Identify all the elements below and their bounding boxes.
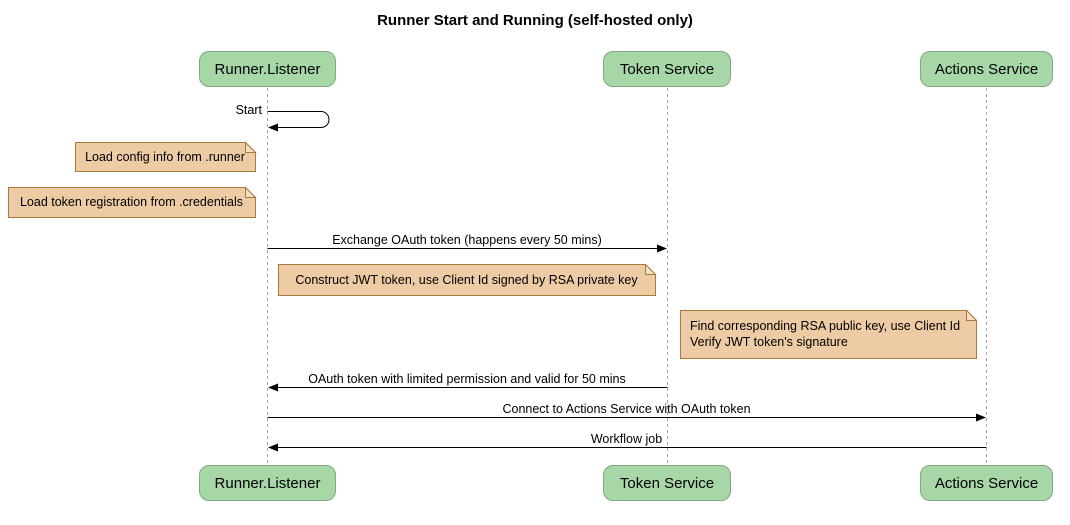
note-construct-jwt-label: Construct JWT token, use Client Id signe… bbox=[295, 272, 638, 287]
note-load-config-label: Load config info from .runner bbox=[85, 149, 245, 164]
participant-label: Token Service bbox=[619, 60, 715, 78]
note-fold-load-config bbox=[245, 141, 257, 153]
participant-label: Token Service bbox=[619, 474, 715, 492]
note-fold-verify-jwt bbox=[966, 309, 978, 321]
participant-token-service-top: Token Service bbox=[603, 51, 731, 87]
message-start-label: Start bbox=[235, 103, 262, 117]
participant-runner-listener-top: Runner.Listener bbox=[199, 51, 336, 87]
note-verify-jwt-label: Find corresponding RSA public key, use C… bbox=[690, 310, 976, 358]
participant-label: Actions Service bbox=[934, 60, 1039, 78]
note-shape-load-config bbox=[75, 142, 256, 172]
note-load-token-registration-label: Load token registration from .credential… bbox=[19, 195, 244, 209]
participant-runner-listener-bottom: Runner.Listener bbox=[199, 465, 336, 501]
participant-label: Runner.Listener bbox=[214, 474, 321, 492]
note-shape-construct-jwt bbox=[278, 264, 656, 296]
participant-label: Actions Service bbox=[934, 474, 1039, 492]
participant-label: Runner.Listener bbox=[214, 60, 321, 78]
note-verify-jwt-line1: Find corresponding RSA public key, use C… bbox=[690, 319, 961, 333]
diagram-title: Runner Start and Running (self-hosted on… bbox=[377, 12, 693, 29]
note-shape-load-token-registration bbox=[8, 187, 256, 218]
participant-actions-service-top: Actions Service bbox=[920, 51, 1053, 87]
note-shape-verify-jwt bbox=[680, 310, 977, 359]
self-loop-start bbox=[267, 111, 330, 132]
message-exchange-oauth-label: Exchange OAuth token (happens every 50 m… bbox=[332, 233, 602, 247]
note-verify-jwt-line2: Verify JWT token's signature bbox=[690, 335, 848, 349]
message-connect-actions-label: Connect to Actions Service with OAuth to… bbox=[502, 402, 751, 416]
participant-token-service-bottom: Token Service bbox=[603, 465, 731, 501]
note-fold-construct-jwt bbox=[645, 263, 657, 275]
message-workflow-job-label: Workflow job bbox=[590, 432, 663, 446]
note-fold-load-token-registration bbox=[245, 186, 257, 198]
participant-actions-service-bottom: Actions Service bbox=[920, 465, 1053, 501]
message-oauth-return-label: OAuth token with limited permission and … bbox=[308, 372, 626, 386]
